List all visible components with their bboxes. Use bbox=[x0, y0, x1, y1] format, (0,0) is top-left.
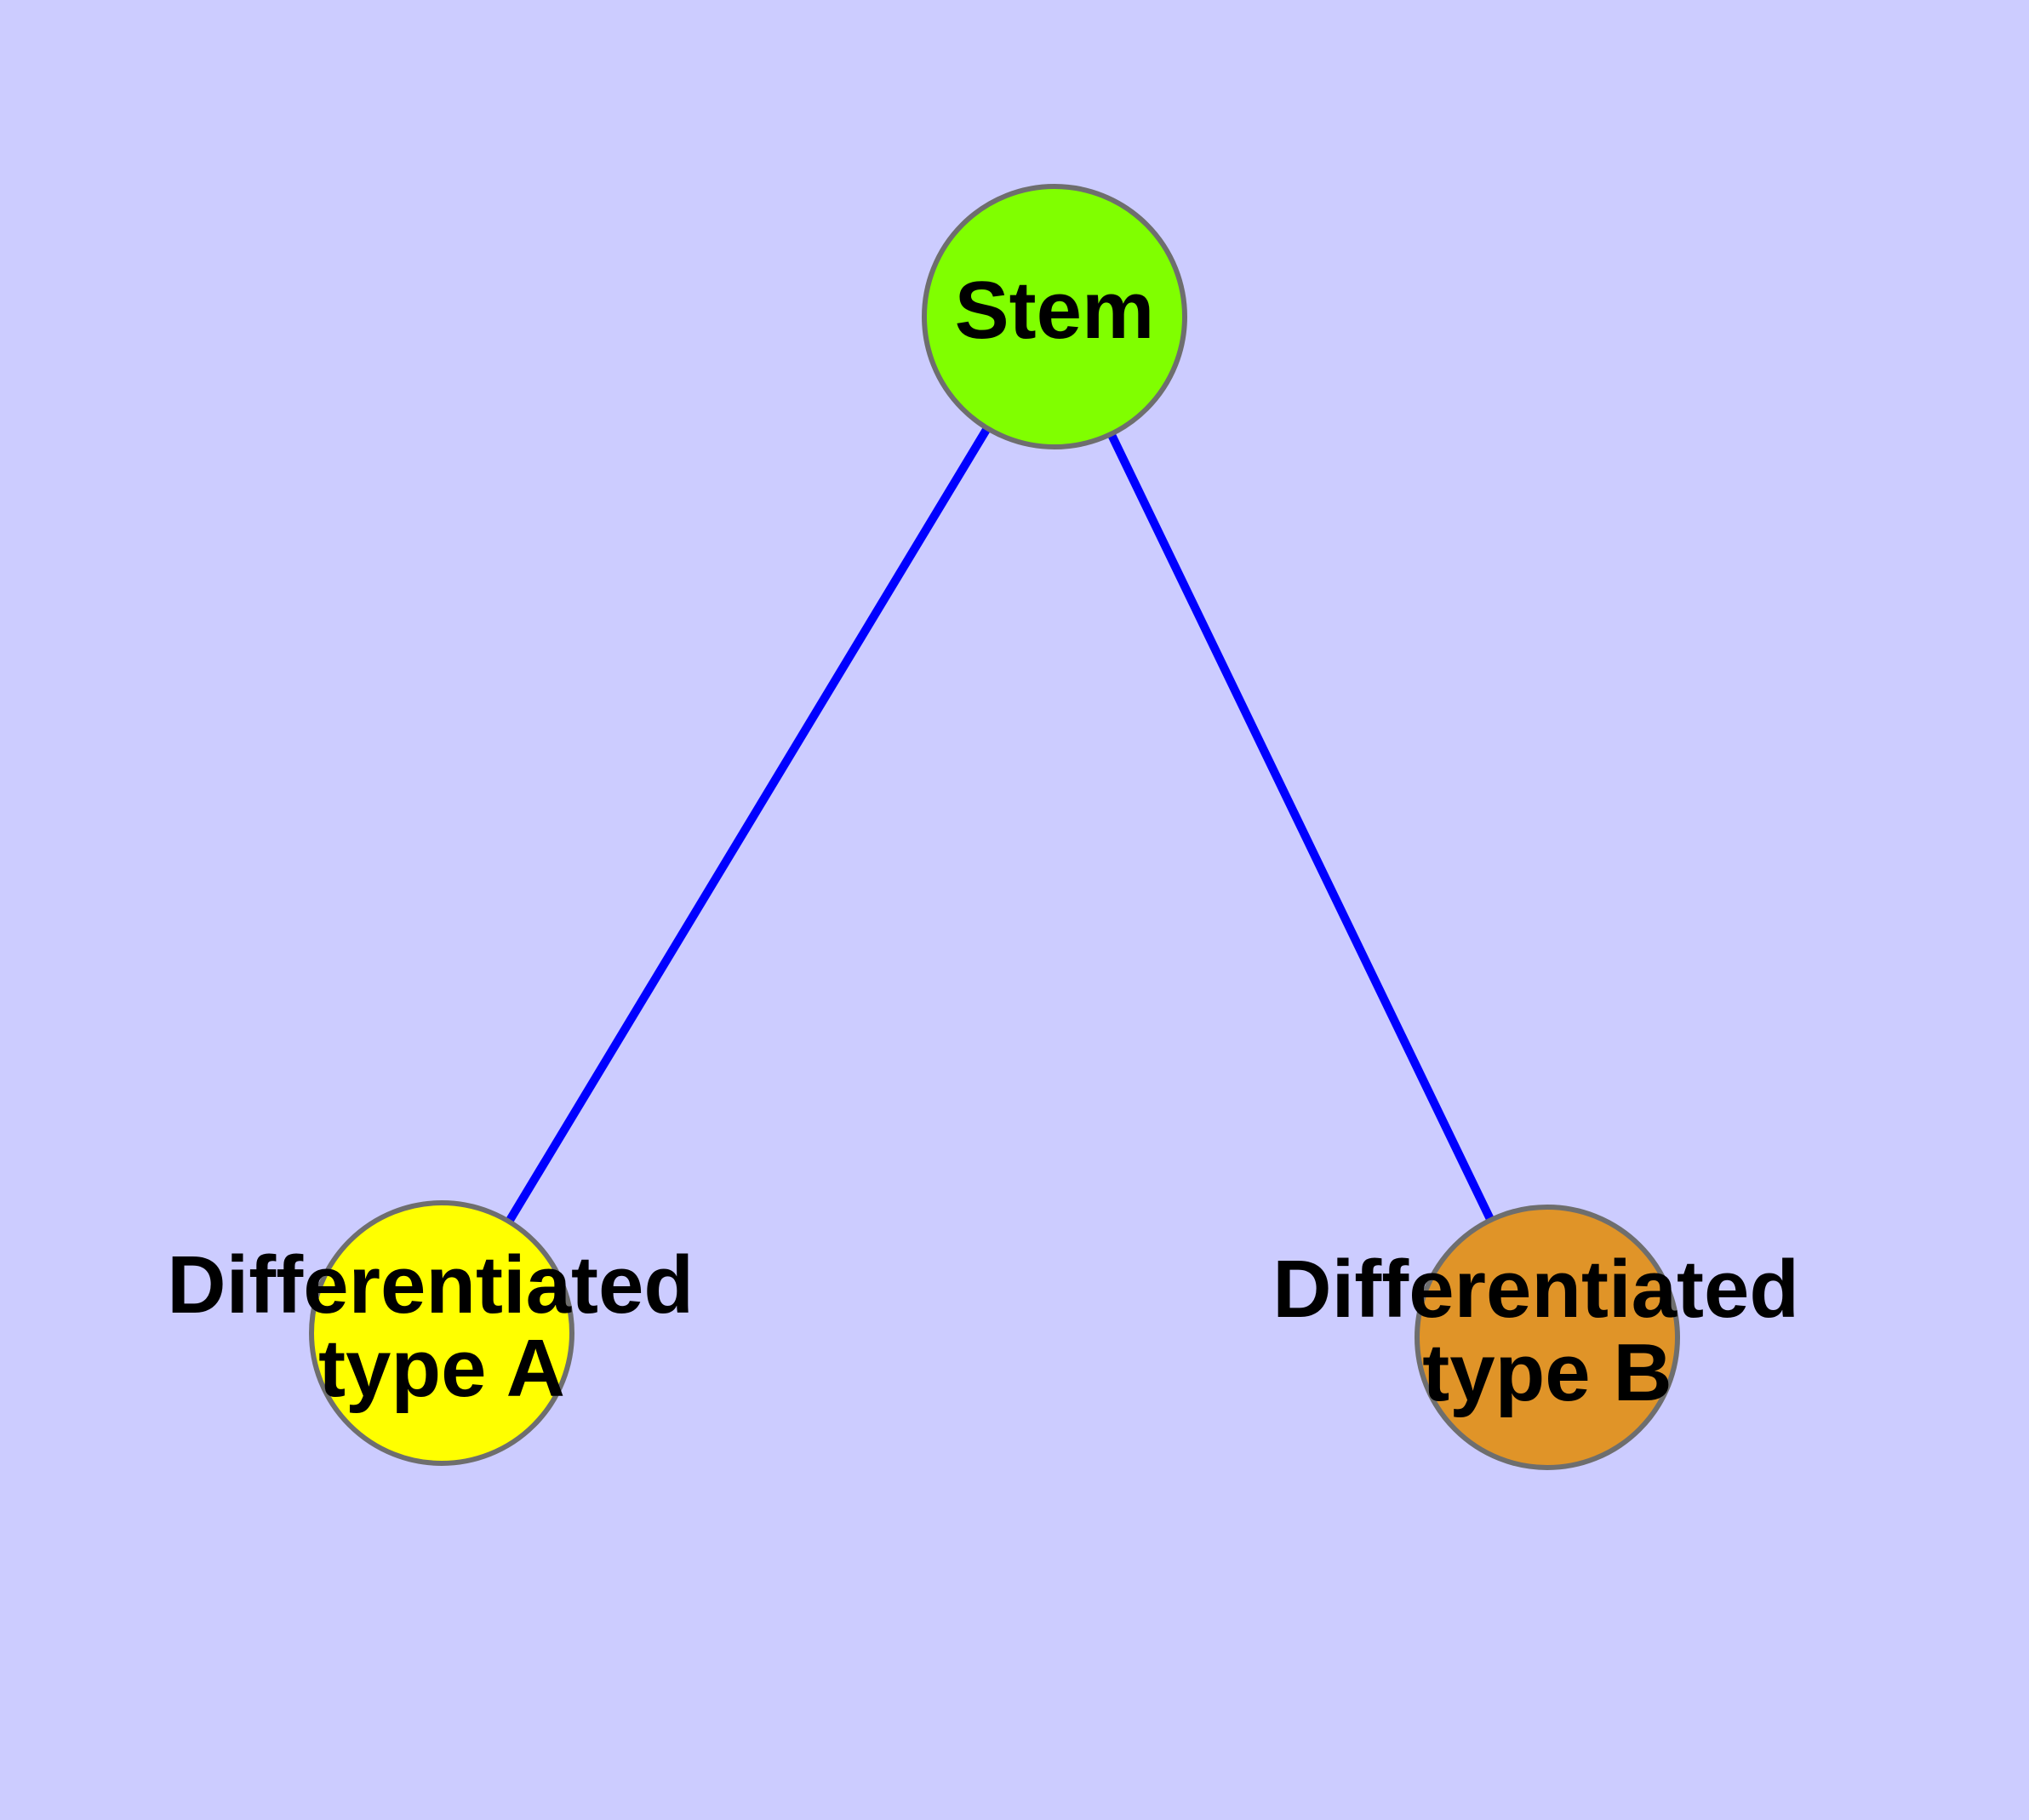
node-circle-differentiated-type-a[interactable] bbox=[309, 1200, 574, 1466]
node-label-line-1: Stem bbox=[955, 265, 1155, 356]
node-label-line-2: type B bbox=[1422, 1327, 1672, 1418]
node-differentiated-type-a[interactable] bbox=[309, 1200, 574, 1466]
node-label-stem: Stem bbox=[955, 265, 1155, 356]
edge-stem-to-differentiated-b[interactable] bbox=[1050, 314, 1552, 1340]
node-layer bbox=[309, 184, 1680, 1470]
node-label-differentiated-type-b: Differentiated type B bbox=[1272, 1244, 1821, 1418]
node-circle-stem[interactable] bbox=[922, 184, 1187, 449]
node-label-differentiated-type-a: Differentiated type A bbox=[167, 1239, 716, 1414]
node-circle-differentiated-type-b[interactable] bbox=[1415, 1205, 1680, 1470]
node-differentiated-type-b[interactable] bbox=[1415, 1205, 1680, 1470]
node-label-line-1: Differentiated bbox=[1272, 1244, 1799, 1335]
node-label-line-1: Differentiated bbox=[167, 1239, 694, 1331]
edge-layer bbox=[437, 314, 1552, 1340]
node-label-line-2: type A bbox=[318, 1323, 565, 1414]
node-stem[interactable] bbox=[922, 184, 1187, 449]
edge-stem-to-differentiated-a[interactable] bbox=[437, 314, 1059, 1336]
label-layer: Differentiated type A Differentiated typ… bbox=[167, 265, 1821, 1418]
